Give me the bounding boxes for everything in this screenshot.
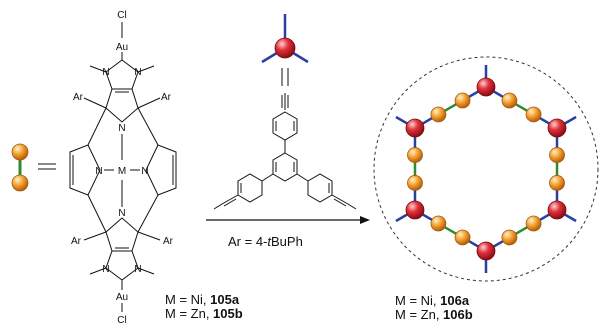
phenyl-left bbox=[237, 173, 263, 203]
atom-n-top-left: N bbox=[102, 67, 109, 78]
reagent-label: Ar = 4-tBuPh bbox=[228, 234, 303, 249]
node-sphere-red bbox=[274, 37, 296, 59]
compound-id-105a: 105a bbox=[210, 292, 240, 307]
right-pyrrole-ring bbox=[145, 144, 177, 196]
atom-cl-top: Cl bbox=[117, 10, 126, 21]
compound-id-106a: 106a bbox=[440, 293, 470, 308]
macrocycle-red-node bbox=[547, 118, 567, 138]
macrocycle-orange-sphere bbox=[407, 147, 423, 163]
macrocycle-product bbox=[373, 56, 599, 282]
caption-left-line2: M = Zn, 105b bbox=[165, 306, 243, 321]
compound-id-105b: 105b bbox=[213, 306, 243, 321]
macrocycle-red-node bbox=[476, 77, 496, 97]
left-pyrrole-ring bbox=[69, 144, 101, 196]
atom-au-bottom: Au bbox=[116, 292, 128, 303]
macrocycle-orange-sphere bbox=[407, 175, 423, 191]
macrocycle-red-node bbox=[547, 200, 567, 220]
phenyl-right bbox=[307, 173, 333, 203]
arrow-head bbox=[360, 216, 370, 224]
macrocycle-spheres bbox=[405, 77, 567, 261]
linker-sphere-top bbox=[11, 143, 29, 161]
atom-n-upper: N bbox=[118, 123, 125, 134]
ar-group-top-right: Ar bbox=[161, 92, 172, 103]
caption-left: M = Ni, 105a M = Zn, 105b bbox=[165, 292, 243, 321]
atom-n-lower: N bbox=[118, 208, 125, 219]
atom-n-top-right: N bbox=[134, 67, 141, 78]
macrocycle-orange-sphere bbox=[501, 92, 518, 109]
triethynylbenzene-structure bbox=[213, 93, 357, 210]
macrocycle-red-node bbox=[476, 241, 496, 261]
atom-n-bottom-left: N bbox=[102, 264, 109, 275]
macrocycle-red-node bbox=[405, 118, 425, 138]
caption-right-line2: M = Zn, 106b bbox=[395, 307, 473, 322]
atom-au-top: Au bbox=[116, 42, 128, 53]
bottom-pyrrole-ring bbox=[105, 217, 139, 252]
central-benzene bbox=[272, 152, 298, 182]
macrocycle-boundary-dashed bbox=[373, 56, 599, 282]
atom-n-right: N bbox=[141, 166, 148, 177]
top-pyrrole-ring bbox=[105, 88, 139, 123]
macrocycle-orange-sphere bbox=[525, 106, 542, 123]
macrocycle-orange-sphere bbox=[525, 215, 542, 232]
atom-cl-bottom: Cl bbox=[117, 315, 126, 326]
macrocycle-orange-sphere bbox=[549, 147, 565, 163]
macrocycle-orange-sphere bbox=[454, 92, 471, 109]
ar-group-bottom-left: Ar bbox=[71, 236, 82, 247]
ar-group-top-left: Ar bbox=[73, 92, 84, 103]
macrocycle-orange-sphere bbox=[430, 106, 447, 123]
atom-m-center: M bbox=[118, 166, 126, 177]
caption-left-line1: M = Ni, 105a bbox=[165, 292, 240, 307]
compound-id-106b: 106b bbox=[443, 307, 473, 322]
caption-right-line1: M = Ni, 106a bbox=[395, 293, 470, 308]
macrocycle-orange-sphere bbox=[430, 215, 447, 232]
macrocycle-orange-sphere bbox=[549, 175, 565, 191]
macrocycle-red-node bbox=[405, 200, 425, 220]
caption-right: M = Ni, 106a M = Zn, 106b bbox=[395, 293, 473, 322]
linker-sphere-bottom bbox=[11, 174, 29, 192]
linker-building-block bbox=[11, 143, 56, 192]
porphyrin-atom-labels: Cl Au N N N N M N N N N Au Cl Ar Ar Ar A… bbox=[71, 10, 174, 326]
porphyrin-structure bbox=[69, 22, 177, 312]
tritopic-node-icon bbox=[261, 14, 309, 86]
reaction-arrow bbox=[206, 216, 370, 224]
bottom-imidazolylidene-ring bbox=[105, 250, 139, 281]
macrocycle-orange-sphere bbox=[454, 229, 471, 246]
top-imidazolylidene-ring bbox=[105, 59, 139, 90]
atom-n-bottom-right: N bbox=[134, 264, 141, 275]
ar-group-bottom-right: Ar bbox=[163, 236, 174, 247]
macrocycle-orange-sphere bbox=[501, 229, 518, 246]
atom-n-left: N bbox=[95, 166, 102, 177]
phenyl-top bbox=[272, 111, 298, 141]
